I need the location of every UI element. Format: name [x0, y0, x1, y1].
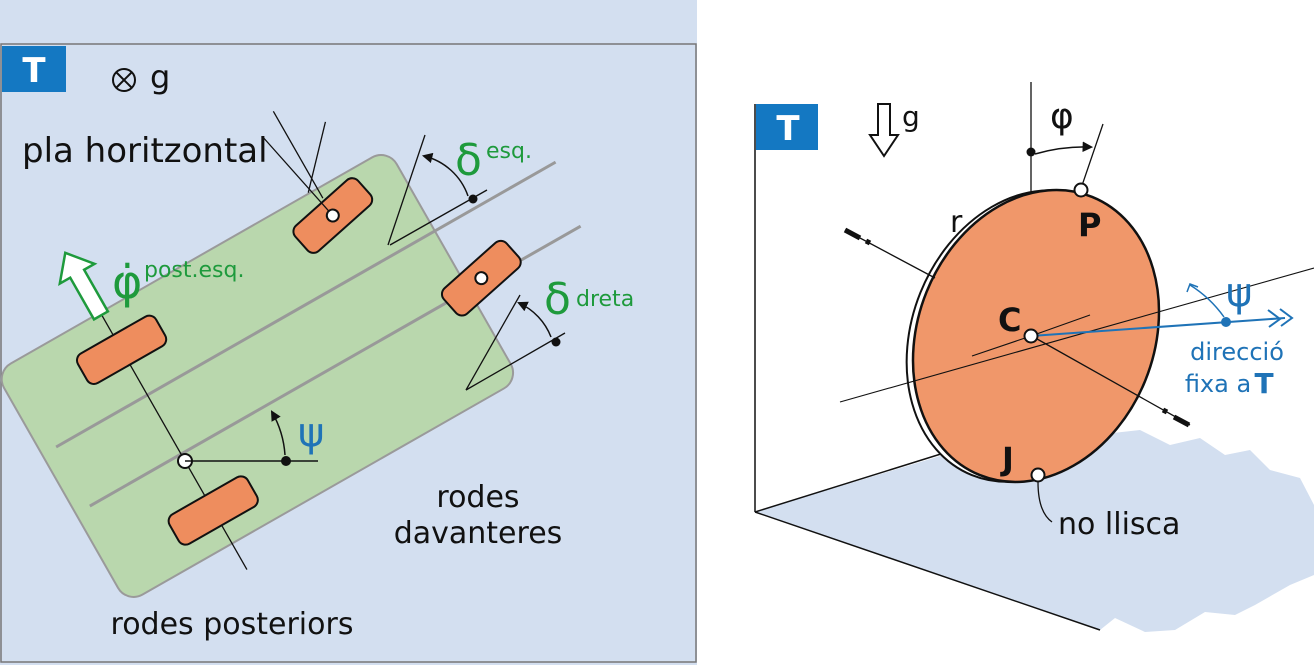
right-psi-arc-head [1186, 283, 1199, 293]
direction-label-line2-frame: T [1254, 367, 1273, 400]
delta-right-superscript: dreta [576, 287, 634, 312]
car-assembly [0, 110, 582, 598]
phi-dot-superscript: post.esq. [144, 258, 244, 283]
front-left-reference [272, 110, 324, 199]
point-p-label: P [1078, 206, 1101, 244]
delta-left-superscript: esq. [486, 139, 532, 164]
radius-label: r [950, 205, 963, 240]
front-left-wheel-axis [262, 136, 334, 216]
gravity-into-page-icon [112, 68, 136, 92]
psi-dot [281, 456, 291, 466]
delta-right-dot [551, 337, 561, 347]
phi-dot-symbol: φ̇ [112, 255, 142, 309]
front-wheels-label-line1: rodes [436, 480, 519, 515]
left-panel-frame [0, 43, 697, 663]
ground-plane [755, 430, 1314, 632]
delta-right-reference [465, 332, 566, 391]
direction-label-line2-prefix: fixa a [1185, 370, 1251, 398]
rear-wheels-label: rodes posteriors [111, 607, 354, 642]
front-left-axle [307, 121, 327, 193]
no-slip-label: no llisca [1058, 507, 1180, 542]
delta-right-arc [517, 301, 552, 338]
phi-dot-arrow [58, 251, 110, 322]
left-panel: T g pla horitzontal [0, 0, 697, 665]
left-frame-badge: T [2, 46, 66, 92]
gravity-down-arrow-icon [868, 103, 900, 158]
right-psi-arc [1189, 284, 1225, 318]
delta-left-symbol: δ [455, 135, 482, 186]
point-j-label: J [1000, 440, 1014, 478]
direction-label-line1: direcció [1190, 338, 1284, 366]
plane-title: pla horitzontal [22, 131, 268, 171]
disk-axis-dashes [843, 227, 1191, 428]
point-j-marker [1030, 467, 1046, 483]
phi-symbol: φ [1050, 96, 1074, 137]
no-slip-leader [1037, 481, 1053, 523]
car-body [0, 154, 515, 598]
car-front-axis [55, 160, 557, 449]
phi-arc [1034, 141, 1094, 155]
left-gravity-label: g [150, 58, 170, 96]
disk-radial-line-2 [1030, 314, 1091, 337]
disk-radial-line-1 [839, 267, 1314, 403]
front-right-wheel-center [474, 271, 489, 286]
delta-right-wheel-line [465, 294, 521, 391]
right-frame-badge: T [756, 104, 818, 150]
point-c-marker [1023, 328, 1039, 344]
right-panel: T g φ [754, 82, 1314, 632]
psi-arc [270, 410, 286, 456]
right-gravity-label: g [902, 100, 920, 133]
delta-right-symbol: δ [544, 274, 571, 325]
front-wheels-label-line2: davanteres [394, 516, 563, 551]
fixed-direction-arrowhead-2 [1279, 308, 1294, 327]
disk-radial-line-3 [971, 335, 1032, 357]
left-psi-symbol: ψ [298, 410, 324, 456]
right-psi-symbol: ψ [1226, 270, 1252, 316]
fixed-direction-arrowhead-1 [1267, 309, 1282, 328]
rear-left-wheel [75, 314, 168, 385]
left-frame-label: T [22, 51, 46, 91]
right-frame-label: T [776, 109, 800, 149]
ground-back-edge [754, 447, 961, 513]
point-p-marker [1073, 182, 1089, 198]
delta-left-wheel-line [387, 134, 426, 246]
ground-edge [754, 511, 1101, 631]
delta-left-arc [421, 152, 469, 197]
vertical-axis-dot [1026, 147, 1036, 157]
delta-left-dot [468, 194, 478, 204]
front-left-wheel-center [325, 208, 340, 223]
rear-right-wheel [167, 475, 259, 546]
point-c-label: C [998, 301, 1021, 339]
fixed-direction-line [1030, 317, 1286, 337]
fixed-direction-dot [1221, 317, 1231, 327]
